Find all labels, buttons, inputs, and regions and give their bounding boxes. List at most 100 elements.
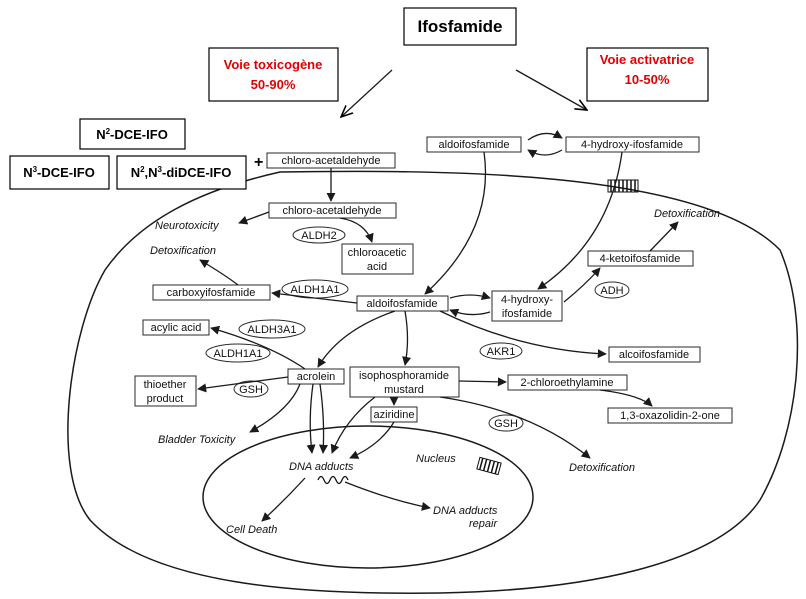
nucleus-membrane — [202, 425, 534, 569]
alcoifosfamide: alcoifosfamide — [619, 349, 689, 361]
arrow-chloroethylamine — [458, 377, 507, 387]
ketoifosfamide: 4-ketoifosfamide — [600, 253, 681, 265]
enzyme-adh-label: ADH — [600, 285, 623, 297]
aziridine: aziridine — [374, 409, 415, 421]
enzyme-aldh2 — [292, 226, 346, 244]
oxazolidinone: 1,3-oxazolidin-2-one — [620, 410, 720, 422]
chloroethylamine: 2-chloroethylamine — [521, 377, 614, 389]
n3-dce-ifo-label: N3-DCE-IFO — [23, 165, 95, 180]
detoxification-left-label: Detoxification — [150, 245, 216, 257]
thioether-product-line2: product — [147, 393, 184, 405]
nucleus-label: Nucleus — [416, 453, 456, 465]
arrow-acrolein-dna-b — [318, 383, 329, 454]
toxic-pathway-percent: 50-90% — [251, 77, 296, 92]
acrolein-box — [287, 368, 345, 385]
n2-dce-ifo-box — [79, 118, 186, 150]
carboxyifosfamide-box — [152, 284, 271, 301]
dna-helix-icon — [317, 475, 349, 485]
arrow-aziridine-dna — [349, 421, 395, 459]
arrow-neurotox — [238, 211, 270, 225]
arrow-aldo-hydroxy — [449, 308, 491, 318]
active-pathway-label: Voie activatrice — [600, 52, 694, 67]
thioether-product-line1: thioether — [144, 379, 187, 391]
arrow-hydroxy-aldo — [449, 291, 491, 301]
arrow-aldo-in — [424, 151, 487, 295]
isophosphoramide-mustard-box — [349, 366, 460, 398]
acylic-acid-box — [142, 319, 210, 336]
cell-membrane — [67, 170, 799, 594]
acrolein: acrolein — [297, 371, 336, 383]
enzyme-adh — [594, 281, 630, 299]
arrow-oxazolidinone — [599, 389, 653, 407]
enzyme-aldh1a1-bottom-label: ALDH1A1 — [214, 348, 263, 360]
chloro-acetaldehyde-inner: chloro-acetaldehyde — [282, 205, 381, 217]
chloroacetic-acid-line2: acid — [367, 261, 387, 273]
chloro-acetaldehyde-inner-box — [268, 202, 397, 219]
enzyme-aldh1a1-bottom — [205, 343, 271, 363]
hydroxy-ifosfamide-outer-box — [565, 136, 700, 153]
acylic-acid: acylic acid — [151, 322, 202, 334]
arrow-acrolein-dna-a — [306, 383, 316, 454]
arrow-acrolein — [317, 310, 396, 368]
enzyme-aldh2-label: ALDH2 — [301, 230, 336, 242]
arrow-bladder — [249, 383, 301, 433]
hydroxy-ifosfamide-inner-box — [491, 290, 563, 322]
dna-repair-label-line2: repair — [469, 518, 498, 530]
enzyme-gsh-right-label: GSH — [494, 418, 518, 430]
arrow-to-active — [515, 69, 587, 110]
alcoifosfamide-box — [608, 346, 701, 363]
toxic-pathway-box — [208, 47, 339, 102]
arrow-chloroacetic — [339, 217, 374, 243]
hydroxy-ifosfamide-inner-line2: ifosfamide — [502, 308, 552, 320]
arrow-detox-left — [199, 259, 239, 286]
chloroacetic-acid-line1: chloroacetic — [348, 247, 407, 259]
enzyme-aldh1a1-top-label: ALDH1A1 — [291, 284, 340, 296]
enzyme-aldh3a1 — [238, 319, 306, 339]
n2-dce-ifo-label: N2-DCE-IFO — [96, 127, 168, 142]
equilibrium-arrow-top — [527, 129, 563, 141]
dna-adducts-label: DNA adducts — [289, 461, 354, 473]
page-title: Ifosfamide — [417, 17, 502, 36]
arrow-dna-repair — [344, 481, 431, 511]
thioether-product-box — [134, 375, 197, 407]
detoxification-bottom-label: Detoxification — [569, 462, 635, 474]
bladder-toxicity-label: Bladder Toxicity — [158, 434, 237, 446]
plus-sign: + — [254, 154, 263, 171]
dna-repair-label-line1: DNA adducts — [433, 505, 498, 517]
aldoifosfamide-outer: aldoifosfamide — [439, 139, 510, 151]
aldoifosfamide-outer-box — [426, 136, 522, 153]
active-pathway-percent: 10-50% — [625, 72, 670, 87]
cell-death-label: Cell Death — [226, 524, 277, 536]
enzyme-akr1 — [479, 342, 523, 360]
enzyme-akr1-label: AKR1 — [487, 346, 516, 358]
isophosphoramide-mustard-line1: isophosphoramide — [359, 370, 449, 382]
arrow-ipm — [402, 310, 412, 366]
aldoifosfamide-inner-box — [356, 295, 449, 312]
arrow-thioether — [197, 376, 289, 393]
active-pathway-box — [586, 47, 709, 102]
enzyme-gsh-left-label: GSH — [239, 384, 263, 396]
enzyme-gsh-right — [488, 414, 524, 432]
hydroxy-ifosfamide-inner-line1: 4-hydroxy- — [501, 294, 553, 306]
arrow-to-toxic — [341, 69, 393, 117]
arrow-acylic — [210, 325, 306, 370]
arrow-hydroxy-in — [537, 151, 623, 290]
title-box — [403, 7, 517, 46]
nuclear-pore-icon — [476, 456, 502, 476]
n2n3-didce-ifo-label: N2,N3-diDCE-IFO — [131, 165, 232, 180]
neurotoxicity-label: Neurotoxicity — [155, 220, 220, 232]
enzyme-aldh3a1-label: ALDH3A1 — [248, 324, 297, 336]
hydroxy-ifosfamide-outer: 4-hydroxy-ifosfamide — [581, 139, 683, 151]
arrow-alco — [439, 310, 607, 359]
chloroethylamine-box — [507, 374, 628, 391]
n2n3-didce-ifo-box — [116, 155, 247, 190]
chloro-acetaldehyde-outer: chloro-acetaldehyde — [281, 155, 380, 167]
equilibrium-arrow-bottom — [527, 149, 563, 159]
arrow-keto — [563, 267, 601, 303]
chloroacetic-acid-box — [341, 243, 414, 275]
arrow-detox-bottom — [439, 396, 591, 459]
toxic-pathway-label: Voie toxicogène — [224, 57, 323, 72]
detoxification-right-label: Detoxification — [654, 208, 720, 220]
arrow-cell-death — [261, 477, 306, 522]
